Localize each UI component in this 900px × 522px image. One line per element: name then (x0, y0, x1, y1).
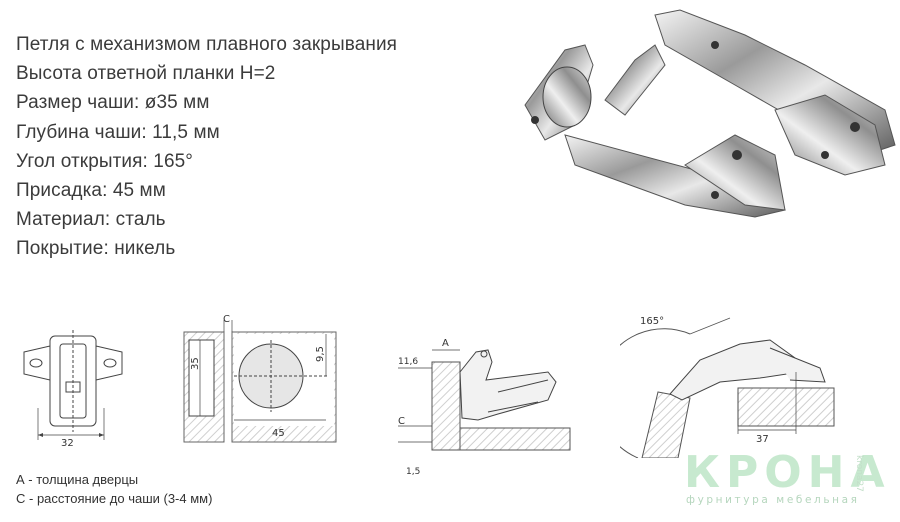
spec-coating: Покрытие: никель (16, 238, 176, 260)
cup-hole-drawing: C 35 9,5 45 (183, 314, 337, 443)
spec-cup-size: Размер чаши: ø35 мм (16, 92, 210, 114)
logo-word: КРОНА (684, 447, 891, 498)
side-section-drawing: A 11,6 C 1,5 (398, 338, 571, 477)
spec-opening-angle: Угол открытия: 165° (16, 150, 193, 172)
spec-plate-height: Высота ответной планки H=2 (16, 63, 276, 85)
opening-angle-drawing: 165° 37 (620, 316, 835, 458)
hinge-product-photo (524, 9, 896, 218)
opening-offset-label: 37 (756, 434, 769, 445)
spec-material: Материал: сталь (16, 209, 166, 231)
logo-side-text: krona27 (854, 455, 864, 492)
side-plate-label: 1,5 (406, 467, 420, 477)
spec-drilling: Присадка: 45 мм (16, 180, 166, 202)
plate-width-label: 32 (61, 438, 74, 449)
spec-cup-depth: Глубина чаши: 11,5 мм (16, 121, 220, 143)
side-c-label: C (398, 416, 405, 427)
cup-height-label: 35 (190, 357, 201, 370)
cup-c-label: C (223, 314, 230, 325)
krona-logo: КРОНА фурнитура мебельная krona27 (676, 447, 898, 517)
spec-title: Петля с механизмом плавного закрывания (16, 34, 398, 55)
legend: А - толщина дверцы С - расстояние до чаш… (16, 470, 212, 508)
cup-depth-label: 9,5 (315, 346, 326, 362)
legend-door-thickness: А - толщина дверцы (16, 472, 139, 487)
logo-tagline: фурнитура мебельная (686, 494, 860, 506)
hinge-right-icon (604, 9, 896, 176)
opening-angle-label: 165° (640, 316, 664, 327)
hinge-left-icon (524, 44, 786, 218)
side-depth-label: 11,6 (398, 357, 418, 367)
mounting-plate-drawing: 32 (23, 330, 123, 449)
side-a-label: A (442, 338, 449, 349)
spec-list: Петля с механизмом плавного закрывания В… (16, 30, 397, 264)
cup-offset-label: 45 (272, 428, 285, 439)
legend-cup-distance: С - расстояние до чаши (3-4 мм) (16, 491, 213, 506)
